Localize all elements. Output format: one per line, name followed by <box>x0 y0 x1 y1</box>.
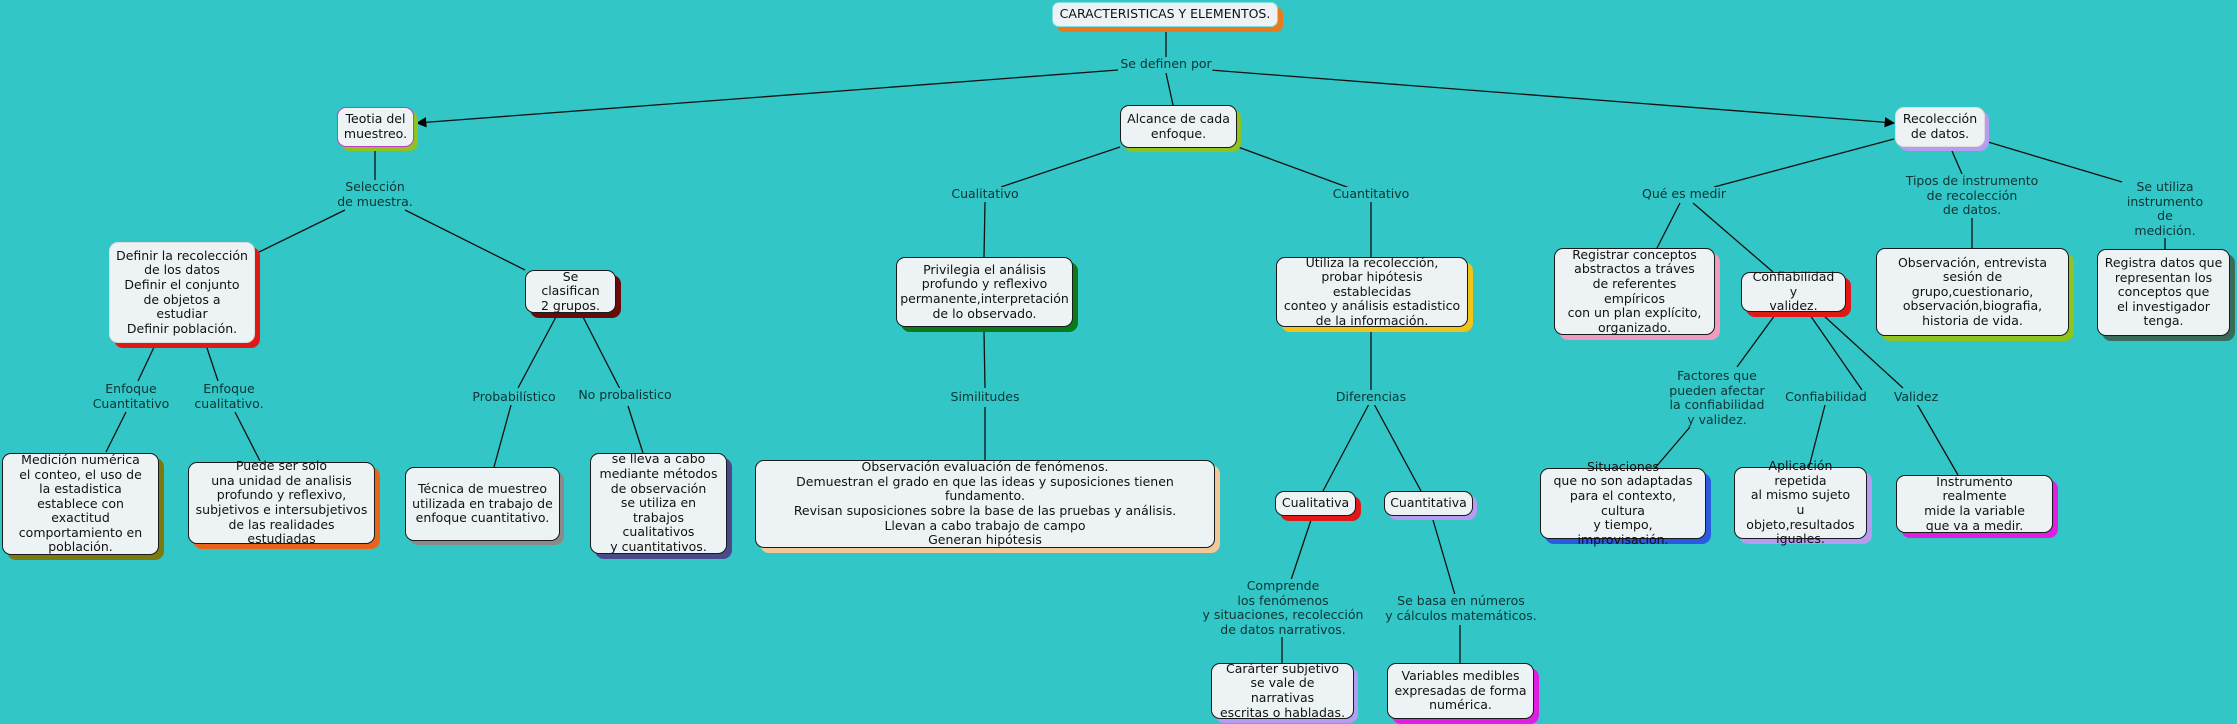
line-validez-instrumento <box>1916 403 1959 476</box>
node-definir-recoleccion[interactable]: Definir la recolección de los datos Defi… <box>109 242 255 343</box>
line-cuantitativa-sebasa <box>1432 519 1456 596</box>
link-label-se-definen-por: Se definen por <box>1119 56 1213 72</box>
line-recoleccion-quees <box>1713 138 1895 188</box>
link-label-que-es-medir: Qué es medir <box>1640 186 1728 202</box>
line-cualitativo-privilegia <box>983 201 986 258</box>
line-confval-factores <box>1736 314 1776 368</box>
line-recoleccion-tipos <box>1951 150 1963 175</box>
node-tecnica-muestreo[interactable]: Técnica de muestreo utilizada en trabajo… <box>405 467 560 541</box>
line-alcance-cualitativo <box>1000 146 1121 188</box>
node-medicion-numerica[interactable]: Medición numérica el conteo, el uso de l… <box>2 452 159 555</box>
link-label-validez: Validez <box>1892 389 1940 405</box>
line-prob-tecnica <box>493 404 512 468</box>
node-puede-ser-solo[interactable]: Puede ser solo una unidad de analisis pr… <box>188 458 375 546</box>
line-diferencias-cuantitativa <box>1373 403 1422 492</box>
line-noprob-selleva <box>627 405 644 454</box>
line-confval-confiabilidad <box>1809 314 1863 391</box>
link-label-enfoque-cualitativo: Enfoque cualitativo. <box>193 381 265 412</box>
link-label-seleccion-muestra: Selección de muestra. <box>336 179 414 210</box>
line-quees-registrar <box>1656 202 1681 249</box>
link-label-enfoque-cuantitativo: Enfoque Cuantitativo <box>91 381 171 412</box>
node-confiabilidad-validez[interactable]: Confiabilidad y validez. <box>1741 269 1846 313</box>
link-label-se-utiliza-instrumento: Se utiliza instrumento de medición. <box>2125 179 2205 239</box>
line-alcance-cuantitativo <box>1237 146 1356 191</box>
link-label-comprende: Comprende los fenómenos y situaciones, r… <box>1201 578 1365 638</box>
link-label-factores: Factores que pueden afectar la confiabil… <box>1668 368 1766 428</box>
node-instrumento-realmente[interactable]: Instrumento realmente mide la variable q… <box>1896 474 2053 533</box>
node-observacion-entrevista[interactable]: Observación, entrevista sesión de grupo,… <box>1876 248 2069 336</box>
node-situaciones[interactable]: Situaciones que no son adaptadas para el… <box>1540 459 1706 546</box>
node-teotia-muestreo[interactable]: Teotia del muestreo. <box>337 107 414 147</box>
root-node-caracteristicas[interactable]: CARACTERISTICAS Y ELEMENTOS. <box>1052 2 1278 27</box>
node-se-clasifican[interactable]: Se clasifican 2 grupos. <box>525 269 616 313</box>
link-label-cuantitativo: Cuantitativo <box>1331 186 1411 202</box>
line-enfcual-puede <box>234 411 261 462</box>
node-alcance-enfoque[interactable]: Alcance de cada enfoque. <box>1120 105 1237 148</box>
link-label-se-basa: Se basa en números y cálculos matemático… <box>1384 593 1538 624</box>
line-recoleccion-seutiliza <box>1987 141 2123 183</box>
line-sedefinen-recoleccion <box>1209 69 1896 128</box>
node-aplicacion-repetida[interactable]: Aplicación repetida al mismo sujeto u ob… <box>1734 458 1867 546</box>
line-sedefinen-alcance <box>1165 72 1174 106</box>
node-utiliza-recoleccion[interactable]: Utiliza la recolección, probar hipótesis… <box>1276 255 1468 328</box>
node-cualitativa[interactable]: Cualitativa <box>1275 491 1356 516</box>
line-clasifican-noprob <box>581 314 621 390</box>
node-privilegia-analisis[interactable]: Privilegia el análisis profundo y reflex… <box>896 257 1073 327</box>
line-definir-enfcuant <box>137 344 156 382</box>
line-definir-enfcual <box>205 344 219 382</box>
line-sedefinen-teotia <box>415 69 1119 128</box>
line-clasifican-prob <box>517 314 558 389</box>
node-caracter-subjetivo[interactable]: Carárter subjetivo se vale de narrativas… <box>1211 661 1354 719</box>
link-label-cualitativo: Cualitativo <box>950 186 1020 202</box>
node-registrar-conceptos[interactable]: Registrar conceptos abstractos a tráves … <box>1554 247 1715 335</box>
link-label-tipos-instrumento: Tipos de instrumento de recolección de d… <box>1904 173 2040 218</box>
node-registra-datos[interactable]: Registra datos que representan los conce… <box>2097 249 2230 336</box>
link-label-diferencias: Diferencias <box>1334 389 1408 405</box>
line-quees-confiabilidad <box>1692 202 1774 273</box>
line-confval-validez <box>1822 314 1904 389</box>
link-label-probabilistico: Probabilístico <box>471 389 557 405</box>
node-recoleccion-datos[interactable]: Recolección de datos. <box>1895 107 1985 147</box>
link-label-no-probalistico: No probalistico <box>577 387 673 403</box>
line-confiabilidad-aplicacion <box>1808 404 1826 468</box>
line-factores-situaciones <box>1654 426 1691 469</box>
link-label-similitudes: Similitudes <box>949 389 1021 405</box>
node-observacion-evaluacion[interactable]: Observación evaluación de fenómenos. Dem… <box>755 459 1215 548</box>
line-cualitativa-comprende <box>1290 519 1312 581</box>
line-enfcuant-medicion <box>105 411 127 453</box>
node-se-lleva-a-cabo[interactable]: se lleva a cabo mediante métodos de obse… <box>590 452 727 554</box>
line-seleccion-definir <box>252 209 346 256</box>
node-cuantitativa[interactable]: Cuantitativa <box>1384 491 1473 516</box>
link-label-confiabilidad: Confiabilidad <box>1784 389 1868 405</box>
line-diferencias-cualitativa <box>1322 403 1370 492</box>
line-seleccion-clasifican <box>404 209 526 271</box>
node-variables-medibles[interactable]: Variables medibles expresadas de forma n… <box>1387 663 1534 719</box>
line-privilegia-similitudes <box>983 330 986 389</box>
